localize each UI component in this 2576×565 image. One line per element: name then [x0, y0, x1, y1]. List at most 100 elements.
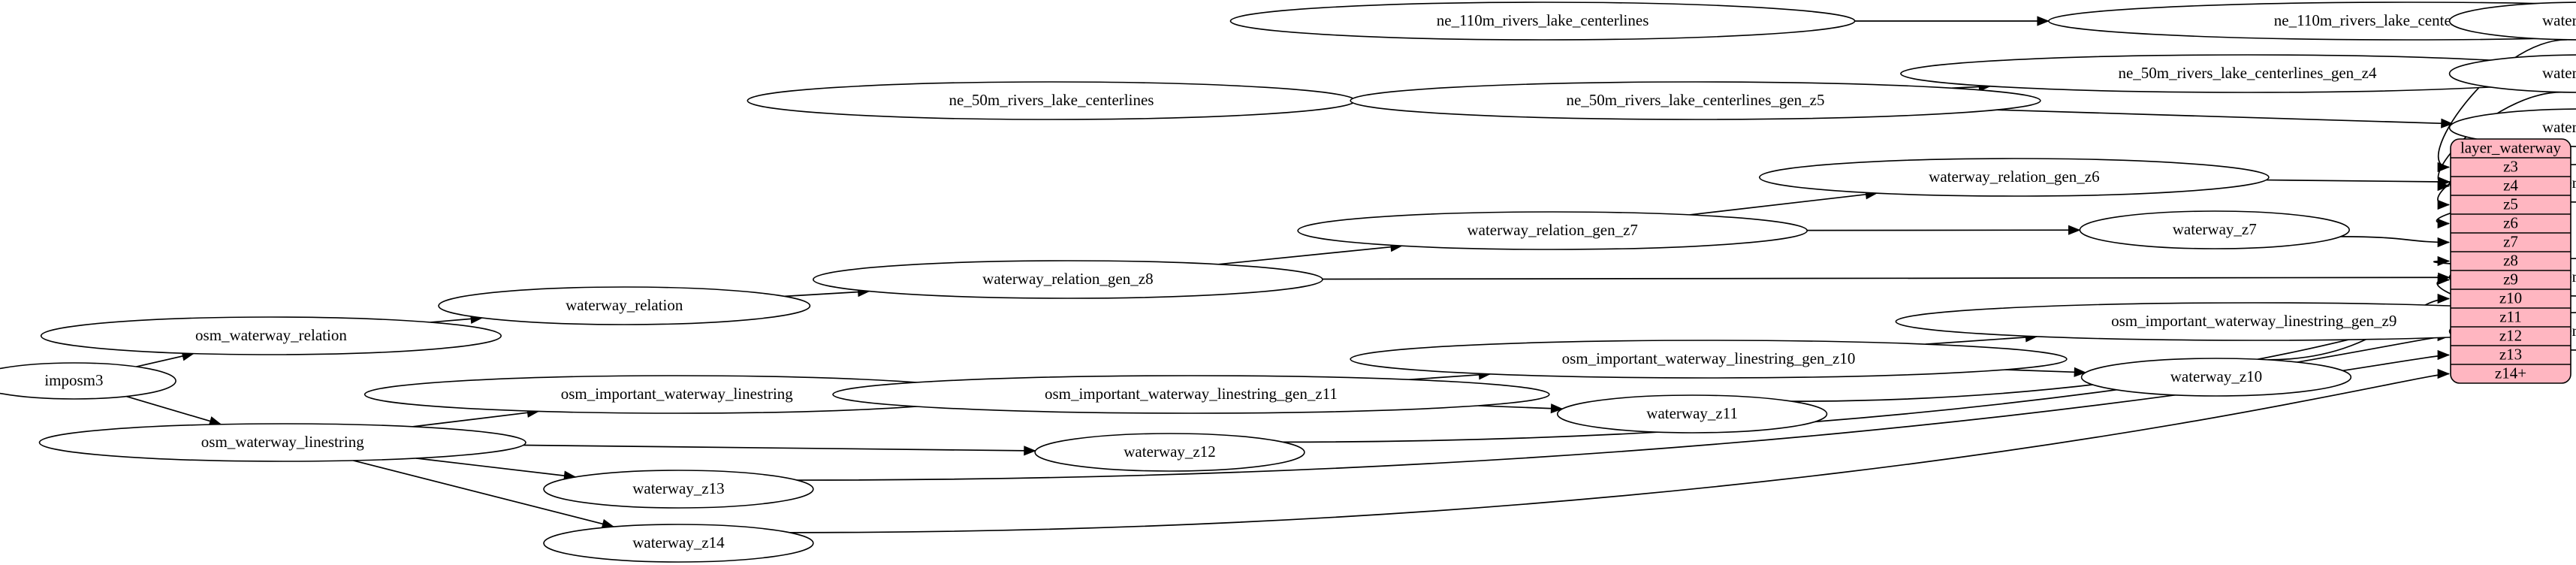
node-ellipse: [813, 260, 1323, 299]
graph-edge: [523, 444, 1036, 456]
graph-node[interactable]: osm_important_waterway_linestring_gen_z1…: [832, 375, 1550, 414]
graph-node[interactable]: imposm3: [0, 362, 176, 400]
table-row-label: z7: [2503, 232, 2518, 250]
graph-node[interactable]: waterway_z11: [1556, 394, 1828, 434]
graph-edge: [2340, 236, 2451, 248]
graph-node[interactable]: ne_50m_rivers_lake_centerlines_gen_z4: [1900, 54, 2576, 93]
graph-node[interactable]: waterway_z7: [2079, 210, 2350, 249]
graph-node[interactable]: osm_waterway_linestring: [38, 423, 526, 462]
graph-node[interactable]: waterway_relation: [438, 286, 811, 325]
node-ellipse: [2048, 2, 2576, 41]
graph-edge: [1689, 189, 1878, 216]
graph-edge: [2266, 177, 2451, 187]
node-label: osm_waterway_relation: [195, 326, 347, 344]
table-row-label: z13: [2499, 345, 2522, 363]
node-ellipse: [2448, 108, 2576, 147]
table-row-label: z5: [2503, 195, 2518, 213]
node-label: ne_50m_rivers_lake_centerlines: [949, 91, 1154, 109]
node-label: ne_50m_rivers_lake_centerlines_gen_z4: [2118, 64, 2377, 82]
node-ellipse: [1297, 211, 1808, 250]
table-row[interactable]: z9: [2451, 270, 2571, 288]
table-shell: [2450, 138, 2571, 384]
graph-edge: [1854, 16, 2050, 26]
node-ellipse: [1895, 302, 2576, 341]
table-row[interactable]: z3: [2451, 157, 2571, 175]
node-ellipse: [1759, 158, 2270, 197]
table-row[interactable]: z4: [2451, 176, 2571, 194]
graph-edge: [1996, 109, 2454, 128]
table-row-label: z11: [2499, 307, 2522, 325]
node-ellipse: [2080, 358, 2352, 397]
graph-node[interactable]: waterway_relation_gen_z6: [1759, 158, 2270, 197]
node-label: waterway_z3: [2542, 11, 2576, 29]
graph-edge: [1218, 242, 1403, 265]
graph-node[interactable]: waterway_relation_gen_z8: [813, 260, 1323, 299]
node-label: waterway_relation_gen_z6: [1929, 168, 2099, 186]
table-row-label: z6: [2503, 213, 2518, 231]
edges-layer: [125, 16, 2576, 533]
graph-node[interactable]: waterway_z5: [2448, 108, 2576, 147]
node-label: waterway_relation_gen_z7: [1467, 221, 1637, 239]
table-row[interactable]: z12: [2451, 326, 2571, 344]
node-ellipse: [832, 375, 1550, 414]
graph-node[interactable]: osm_important_waterway_linestring_gen_z9: [1895, 302, 2576, 341]
node-label: waterway_z10: [2170, 367, 2262, 385]
node-label: osm_important_waterway_linestring_gen_z9: [2111, 312, 2397, 330]
graph-node[interactable]: osm_waterway_relation: [40, 316, 502, 355]
node-ellipse: [38, 423, 526, 462]
graph-node[interactable]: waterway_relation_gen_z7: [1297, 211, 1808, 250]
layer-waterway-table: layer_waterwayz3z4z5z6z7z8z9z10z11z12z13…: [2450, 138, 2571, 384]
graph-node[interactable]: waterway_z13: [543, 470, 814, 509]
table-row[interactable]: z5: [2451, 195, 2571, 213]
graph-edge: [1322, 272, 2451, 282]
table-row[interactable]: z8: [2451, 251, 2571, 269]
node-ellipse: [2079, 210, 2350, 249]
graph-node[interactable]: osm_important_waterway_linestring_gen_z1…: [1350, 340, 2068, 379]
node-ellipse: [0, 362, 176, 400]
table-row-label: z8: [2503, 251, 2518, 269]
table-row[interactable]: z11: [2451, 307, 2571, 325]
layer-waterway-table-group[interactable]: layer_waterwayz3z4z5z6z7z8z9z10z11z12z13…: [2450, 138, 2571, 384]
table-row-label: z4: [2503, 176, 2518, 194]
table-row[interactable]: z14+: [2451, 364, 2571, 382]
graph-node[interactable]: waterway_z4: [2448, 54, 2576, 93]
node-label: waterway_relation: [566, 296, 683, 314]
node-label: ne_50m_rivers_lake_centerlines_gen_z5: [1566, 91, 1824, 109]
graph-node[interactable]: waterway_z3: [2448, 2, 2576, 41]
graph-edge: [1478, 403, 1564, 414]
node-label: waterway_z12: [1124, 443, 1215, 461]
node-ellipse: [40, 316, 502, 355]
table-row[interactable]: z13: [2451, 345, 2571, 363]
node-ellipse: [1034, 433, 1305, 472]
node-label: osm_important_waterway_linestring_gen_z1…: [1045, 385, 1338, 403]
node-label: ne_110m_rivers_lake_centerlines: [1437, 11, 1649, 29]
node-ellipse: [438, 286, 811, 325]
graph-node[interactable]: waterway_z10: [2080, 358, 2352, 397]
table-row-label: z3: [2503, 157, 2518, 175]
node-ellipse: [543, 470, 814, 509]
table-header-label: layer_waterway: [2460, 138, 2562, 156]
node-label: osm_important_waterway_linestring: [561, 385, 794, 403]
graph-node[interactable]: waterway_z14: [543, 524, 814, 563]
table-row[interactable]: z10: [2451, 289, 2571, 307]
node-ellipse: [543, 524, 814, 563]
table-row[interactable]: z7: [2451, 232, 2571, 250]
graph-node[interactable]: ne_50m_rivers_lake_centerlines: [747, 81, 1356, 120]
graph-node[interactable]: waterway_z12: [1034, 433, 1305, 472]
table-row[interactable]: z6: [2451, 213, 2571, 231]
node-label: waterway_relation_gen_z8: [982, 270, 1153, 288]
node-label: waterway_z11: [1646, 404, 1738, 422]
graph-node[interactable]: ne_110m_rivers_lake_centerlines: [1229, 2, 1856, 41]
graph-node[interactable]: osm_important_waterway_linestring: [363, 375, 990, 414]
graph-edge: [353, 460, 615, 529]
graph-node[interactable]: ne_50m_rivers_lake_centerlines_gen_z5: [1350, 81, 2041, 120]
node-ellipse: [1350, 340, 2068, 379]
node-label: imposm3: [44, 371, 103, 389]
graph-edge: [125, 395, 222, 426]
graph-edge: [415, 458, 577, 481]
node-ellipse: [1350, 81, 2041, 120]
table-row-label: z10: [2499, 289, 2522, 307]
